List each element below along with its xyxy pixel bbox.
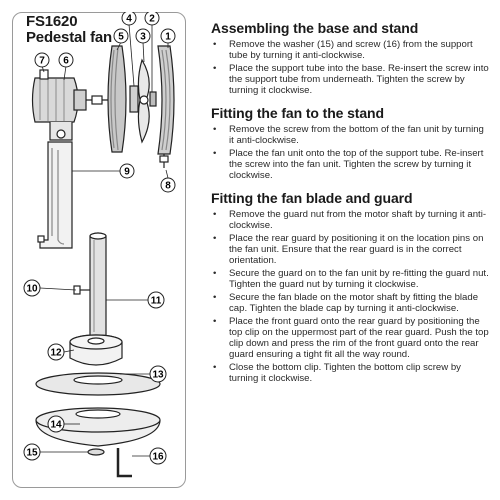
- step-item: Place the front guard onto the rear guar…: [211, 316, 491, 360]
- callout-16: 16: [149, 447, 167, 465]
- product-title: FS1620 Pedestal fan: [26, 14, 112, 46]
- step-list: Remove the guard nut from the motor shaf…: [211, 209, 491, 384]
- callout-12: 12: [47, 343, 65, 361]
- base-hub: [69, 334, 123, 366]
- section-fan-to-stand: Fitting the fan to the stand Remove the …: [211, 105, 491, 181]
- fan-unit-column: [37, 141, 73, 249]
- step-list: Remove the screw from the bottom of the …: [211, 124, 491, 181]
- section-base-and-stand: Assembling the base and stand Remove the…: [211, 20, 491, 96]
- base-plate-lower: [35, 407, 161, 447]
- svg-text:1: 1: [165, 32, 171, 43]
- svg-text:6: 6: [63, 56, 69, 67]
- svg-text:5: 5: [118, 32, 124, 43]
- model-number: FS1620: [26, 13, 78, 30]
- callout-15: 15: [23, 443, 41, 461]
- svg-text:2: 2: [149, 14, 155, 25]
- svg-text:14: 14: [50, 420, 62, 431]
- callout-4: 4: [121, 12, 137, 26]
- svg-text:16: 16: [152, 452, 164, 463]
- step-item: Secure the guard on to the fan unit by r…: [211, 268, 491, 290]
- step-item: Remove the guard nut from the motor shaf…: [211, 209, 491, 231]
- guard-nut: [129, 85, 139, 113]
- callout-6: 6: [58, 52, 74, 68]
- part-callouts: 7 6 5 4 3 2 1 8 9 10 11 12 13 14 15 16: [23, 12, 176, 465]
- fan-blade: [137, 58, 150, 144]
- section-heading: Assembling the base and stand: [211, 20, 419, 36]
- callout-1: 1: [160, 28, 176, 44]
- fan-parts-diagram: 7 6 5 4 3 2 1 8 9 10 11 12 13 14 15 16: [23, 12, 176, 478]
- step-item: Place the rear guard by positioning it o…: [211, 233, 491, 266]
- svg-text:10: 10: [26, 284, 38, 295]
- instructions: Assembling the base and stand Remove the…: [211, 20, 491, 393]
- svg-text:3: 3: [140, 32, 146, 43]
- front-guard: [157, 45, 175, 155]
- step-item: Close the bottom clip. Tighten the botto…: [211, 362, 491, 384]
- step-list: Remove the washer (15) and screw (16) fr…: [211, 39, 491, 96]
- callout-2: 2: [144, 12, 160, 26]
- step-item: Remove the washer (15) and screw (16) fr…: [211, 39, 491, 61]
- section-blade-and-guard: Fitting the fan blade and guard Remove t…: [211, 190, 491, 384]
- callout-5: 5: [113, 28, 129, 44]
- svg-text:12: 12: [50, 348, 62, 359]
- oscillation-knob: [39, 69, 49, 80]
- callout-13: 13: [149, 365, 167, 383]
- base-screw: [116, 448, 132, 478]
- svg-text:7: 7: [39, 56, 45, 67]
- svg-text:4: 4: [126, 14, 132, 25]
- tube-screw: [73, 285, 90, 295]
- bottom-clip-screw: [159, 154, 169, 168]
- product-name: Pedestal fan: [26, 29, 112, 46]
- blade-cap: [149, 91, 157, 107]
- callout-8: 8: [160, 177, 176, 193]
- motor-housing: [31, 77, 110, 123]
- callout-3: 3: [135, 28, 151, 44]
- section-heading: Fitting the fan to the stand: [211, 105, 384, 121]
- support-tube: [89, 232, 107, 337]
- svg-text:13: 13: [152, 370, 164, 381]
- step-item: Place the fan unit onto the top of the s…: [211, 148, 491, 181]
- svg-text:11: 11: [151, 296, 162, 307]
- callout-14: 14: [47, 415, 65, 433]
- step-item: Secure the fan blade on the motor shaft …: [211, 292, 491, 314]
- callout-9: 9: [119, 163, 135, 179]
- callout-10: 10: [23, 279, 41, 297]
- svg-text:15: 15: [26, 448, 38, 459]
- step-item: Place the support tube into the base. Re…: [211, 63, 491, 96]
- callout-7: 7: [34, 52, 50, 68]
- step-item: Remove the screw from the bottom of the …: [211, 124, 491, 146]
- section-heading: Fitting the fan blade and guard: [211, 190, 413, 206]
- rear-guard: [107, 45, 127, 153]
- base-plate-upper: [35, 372, 161, 396]
- svg-text:9: 9: [124, 167, 130, 178]
- callout-11: 11: [147, 291, 165, 309]
- svg-text:8: 8: [165, 181, 171, 192]
- washer: [87, 448, 105, 456]
